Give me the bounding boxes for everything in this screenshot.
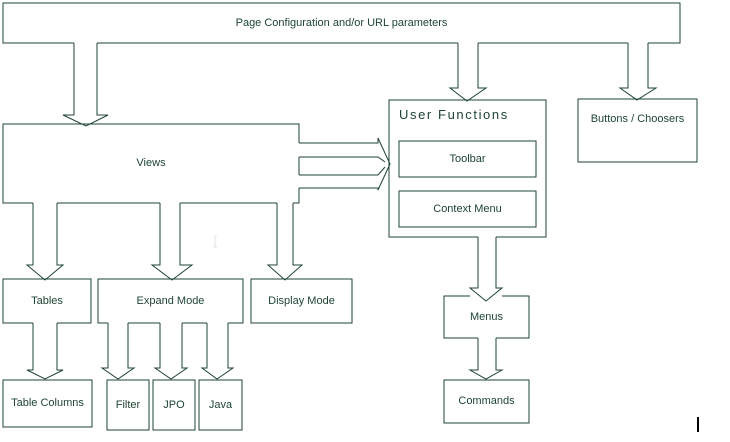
node-user-functions-title: User Functions xyxy=(399,107,509,122)
node-display-mode: Display Mode xyxy=(268,294,335,307)
box-display-mode-border xyxy=(250,278,353,324)
box-table-columns-border xyxy=(2,379,93,428)
node-buttons-choosers: Buttons / Choosers xyxy=(590,113,685,125)
box-page-config-border xyxy=(2,2,681,44)
arrow-views-to-expandmode xyxy=(150,203,194,281)
arrow-tables-to-tablecolumns xyxy=(26,323,64,380)
box-java-border xyxy=(198,379,243,431)
node-tables: Tables xyxy=(31,294,63,307)
arrow-views-to-userfunctions xyxy=(299,137,391,191)
box-filter-border xyxy=(106,379,150,431)
box-tables-border xyxy=(2,278,92,324)
box-context-menu-border xyxy=(398,190,537,228)
node-jpo: JPO xyxy=(163,398,185,411)
box-views-border xyxy=(2,123,300,204)
box-user-functions-border xyxy=(388,99,547,238)
node-java: Java xyxy=(208,398,233,411)
node-table-columns: Table Columns xyxy=(11,397,84,410)
node-toolbar: Toolbar xyxy=(449,152,486,165)
node-context-menu: Context Menu xyxy=(433,202,502,215)
arrow-expandmode-to-java xyxy=(200,323,235,380)
arrow-userfunctions-to-menus xyxy=(468,237,504,302)
ghost-ibeam-cursor: I xyxy=(212,233,219,253)
box-menus-border xyxy=(443,295,530,339)
arrow-pageconfig-to-userfunctions xyxy=(448,43,488,102)
node-views: Views xyxy=(136,157,166,170)
node-expand-mode: Expand Mode xyxy=(136,294,205,307)
text-cursor[interactable] xyxy=(697,417,699,432)
arrow-pageconfig-to-buttonschoosers xyxy=(618,43,658,101)
node-filter: Filter xyxy=(115,398,141,411)
arrow-expandmode-to-filter xyxy=(100,323,136,380)
arrow-pageconfig-to-views xyxy=(62,43,109,127)
box-commands-border xyxy=(443,379,530,424)
arrow-expandmode-to-jpo xyxy=(153,323,189,380)
box-buttons-choosers-border xyxy=(577,98,698,163)
arrow-menus-to-commands xyxy=(468,338,504,380)
box-toolbar-border xyxy=(398,140,537,178)
box-jpo-border xyxy=(152,379,196,431)
arrow-views-to-displaymode xyxy=(266,203,304,281)
node-commands: Commands xyxy=(458,395,515,408)
node-menus: Menus xyxy=(469,310,504,323)
node-page-config: Page Configuration and/or URL parameters xyxy=(235,16,448,29)
arrow-views-to-tables xyxy=(25,203,65,281)
